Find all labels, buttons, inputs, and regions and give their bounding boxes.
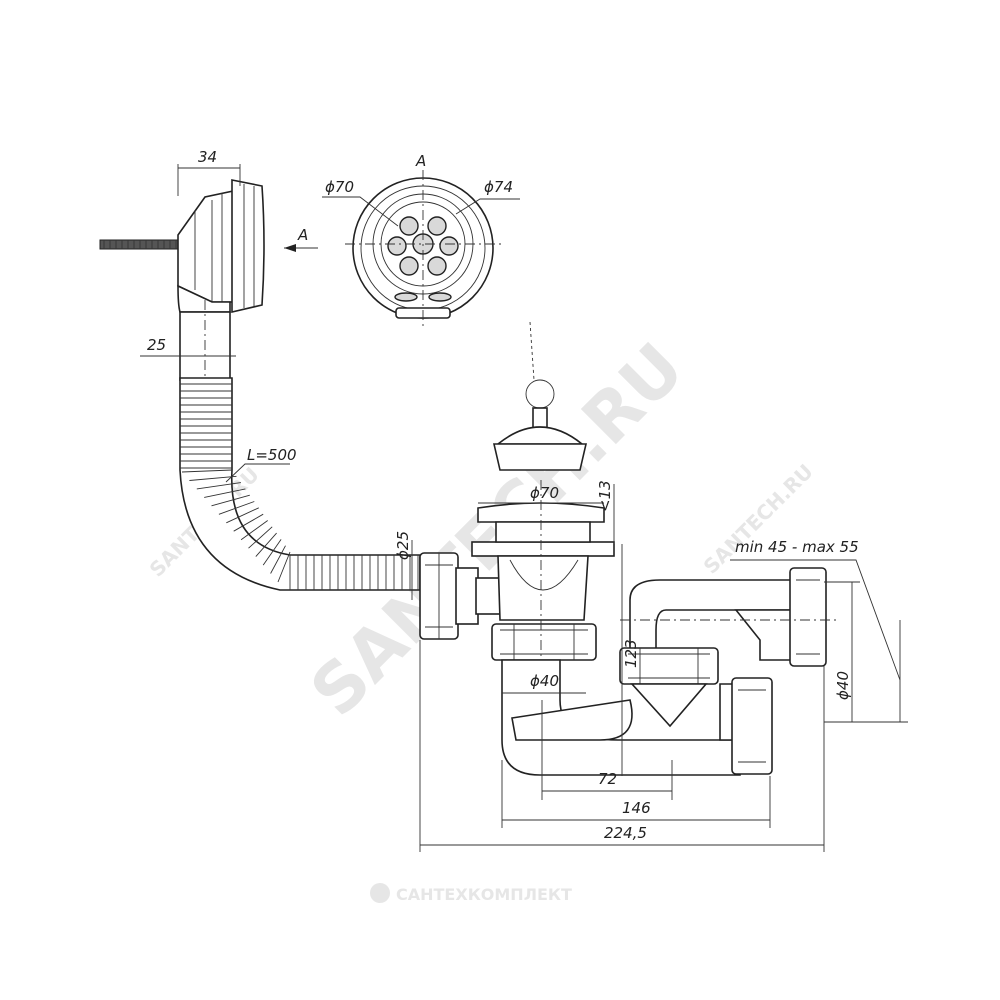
- dim-grate-inner: ϕ70: [325, 178, 354, 196]
- dim-offset-146: 146: [622, 799, 651, 817]
- dim-view-label: A: [415, 152, 426, 170]
- overflow-body: [177, 189, 239, 303]
- grate-holes: [387, 216, 459, 276]
- plug-with-chain: [492, 321, 588, 471]
- dimension-lines: 34 A A ϕ70 ϕ74 25 L=500 ϕ25 ϕ70 <13 min …: [140, 148, 908, 852]
- overflow-elbow: [177, 284, 231, 313]
- dim-flange-height: <13: [596, 480, 614, 512]
- corrugated-hose: [179, 377, 421, 591]
- brand-logo: САНТЕХКОМПЛЕКТ: [370, 883, 572, 904]
- dim-outlet-diameter: ϕ40: [834, 671, 852, 700]
- dim-offset-72: 72: [598, 770, 617, 788]
- brand-watermark: САНТЕХКОМПЛЕКТ: [396, 885, 572, 904]
- dim-hose-length: L=500: [247, 446, 297, 464]
- dim-view-arrow: A: [297, 226, 308, 244]
- dim-hose-diameter: ϕ25: [394, 531, 412, 560]
- overflow-cover: [231, 179, 265, 314]
- grate-view: [345, 170, 501, 330]
- dim-total-length: 224,5: [604, 824, 647, 842]
- dim-plug-diameter: ϕ70: [530, 484, 559, 502]
- dim-overflow-width: 34: [198, 148, 217, 166]
- dim-trap-height: 123: [622, 639, 640, 668]
- dim-body-diameter: ϕ40: [530, 672, 559, 690]
- drain-body: [471, 480, 615, 700]
- dim-grate-outer: ϕ74: [484, 178, 513, 196]
- dim-overflow-pipe: 25: [147, 336, 166, 354]
- watermark-small-right: SANTECH.RU: [699, 459, 818, 578]
- dim-outlet-range: min 45 - max 55: [735, 538, 859, 556]
- overflow-unit: [99, 179, 265, 314]
- trap: [501, 567, 840, 776]
